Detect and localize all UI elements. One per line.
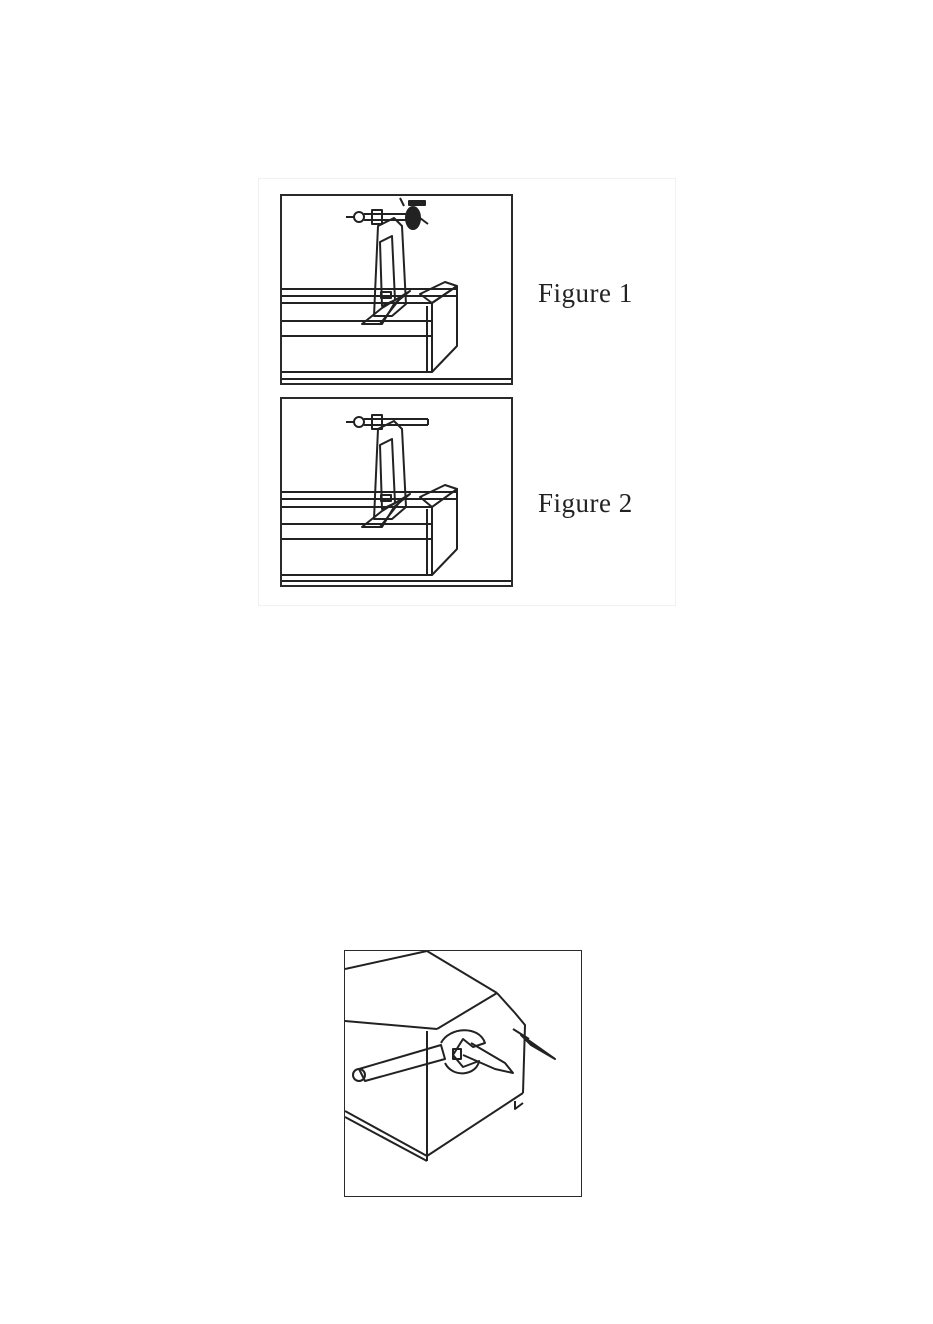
figure-3-illustration	[344, 950, 582, 1197]
lathe-headstock-with-shaft-illustration	[282, 399, 511, 585]
figure-1-label: Figure 1	[538, 278, 633, 309]
figure-1-illustration	[280, 194, 513, 385]
figure-2-label: Figure 2	[538, 488, 633, 519]
figure-2-illustration	[280, 397, 513, 587]
wrench-tightening-bolt-illustration	[345, 951, 581, 1196]
lathe-headstock-with-handwheel-illustration	[282, 196, 511, 383]
